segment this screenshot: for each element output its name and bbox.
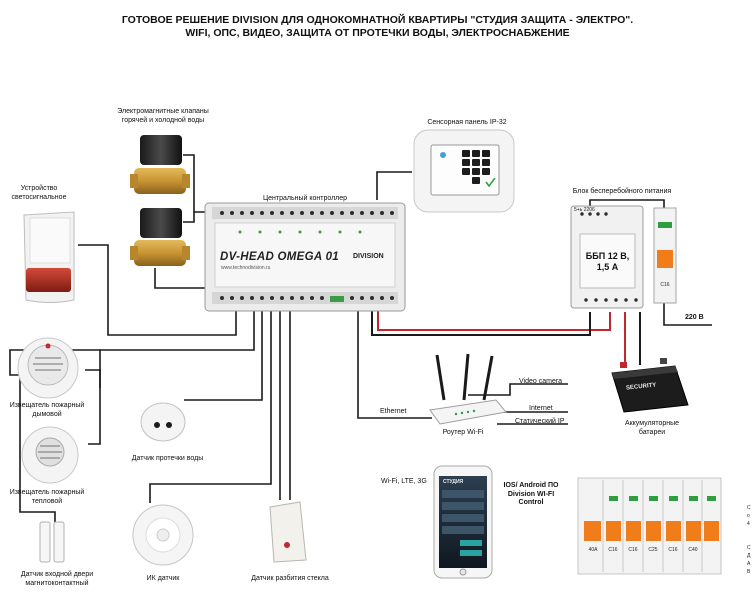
- valve-bottom: [130, 208, 190, 266]
- label-smoke: Извещатель пожарный дымовой: [9, 402, 85, 418]
- label-wifi-lte: Wi-Fi, LTE, 3G: [381, 478, 427, 485]
- touch-panel: [413, 129, 515, 213]
- label-touch-panel: Сенсорная панель IP-32: [427, 119, 507, 126]
- label-internet: Internet: [529, 405, 553, 412]
- edge-text: С: [747, 545, 751, 551]
- label-glass: Датчик разбития стекла: [251, 575, 329, 582]
- label-router: Роутер Wi-Fi: [442, 429, 484, 436]
- breaker-rating: C16: [608, 547, 618, 553]
- phone-header: СТУДИЯ: [443, 479, 464, 485]
- title-line-1: ГОТОВОЕ РЕШЕНИЕ DIVISION ДЛЯ ОДНОКОМНАТН…: [121, 14, 634, 26]
- breaker-rating: C16: [628, 547, 638, 553]
- edge-text: В: [747, 569, 751, 575]
- battery-device: [611, 358, 689, 413]
- edge-text: Д: [747, 553, 751, 559]
- edge-text: А: [747, 561, 751, 567]
- ir-sensor: [132, 504, 194, 566]
- label-220v: 220 В: [685, 314, 704, 321]
- leak-sensor: [140, 402, 186, 442]
- valve-top: [130, 135, 190, 194]
- label-siren: Устройство светосигнальное: [11, 185, 67, 201]
- label-valves: Электромагнитные клапаны горячей и холод…: [117, 108, 209, 124]
- controller-unit: [204, 202, 406, 312]
- ups-top-mark: 5+ь 2206: [574, 207, 595, 213]
- controller-brand: DIVISION: [353, 253, 384, 260]
- ups-unit: [570, 205, 644, 309]
- ups-text-1: ББП 12 В,: [585, 251, 630, 261]
- ups-breaker-mark: C16: [660, 282, 670, 288]
- label-door: Датчик входной двери магнитоконтактный: [20, 571, 94, 587]
- smoke-detector: [17, 337, 79, 399]
- router-device: [429, 353, 507, 425]
- controller-model: DV-HEAD OMEGA 01: [220, 251, 339, 263]
- ups-text-2: 1,5 А: [596, 262, 619, 272]
- label-leak: Датчик протечки воды: [131, 455, 204, 462]
- breaker-rating: 40A: [588, 547, 598, 553]
- label-ethernet: Ethernet: [380, 408, 407, 415]
- glass-sensor: [269, 501, 307, 563]
- breaker-panel: [577, 477, 722, 575]
- label-battery: Аккумуляторные батареи: [624, 420, 680, 436]
- breaker-rating: C40: [688, 547, 698, 553]
- phone-device: [433, 465, 493, 579]
- label-video: Video camera: [519, 378, 563, 385]
- label-controller: Центральный контроллер: [262, 195, 348, 202]
- label-ups: Блок бесперебойного питания: [572, 188, 672, 195]
- power-wires: [377, 310, 626, 365]
- edge-text: 4: [747, 521, 750, 527]
- label-heat: Извещатель пожарный тепловой: [9, 489, 85, 505]
- label-static-ip: Статический IP: [515, 418, 565, 425]
- edge-text: о: [747, 513, 750, 519]
- label-app: IOS/ Android ПО Division WI-FI Control: [503, 482, 559, 506]
- breaker-rating: C25: [648, 547, 658, 553]
- label-ir: ИК датчик: [146, 575, 180, 582]
- ups-breaker: [653, 207, 677, 304]
- breaker-rating: C16: [668, 547, 678, 553]
- edge-text: С: [747, 505, 751, 511]
- door-sensor: [39, 521, 65, 563]
- siren-device: [23, 211, 75, 303]
- heat-detector: [21, 426, 79, 484]
- controller-site: www.technodivision.ru: [221, 265, 271, 271]
- title-line-2: WIFI, ОПС, ВИДЕО, ЗАЩИТА ОТ ПРОТЕЧКИ ВОД…: [185, 27, 570, 39]
